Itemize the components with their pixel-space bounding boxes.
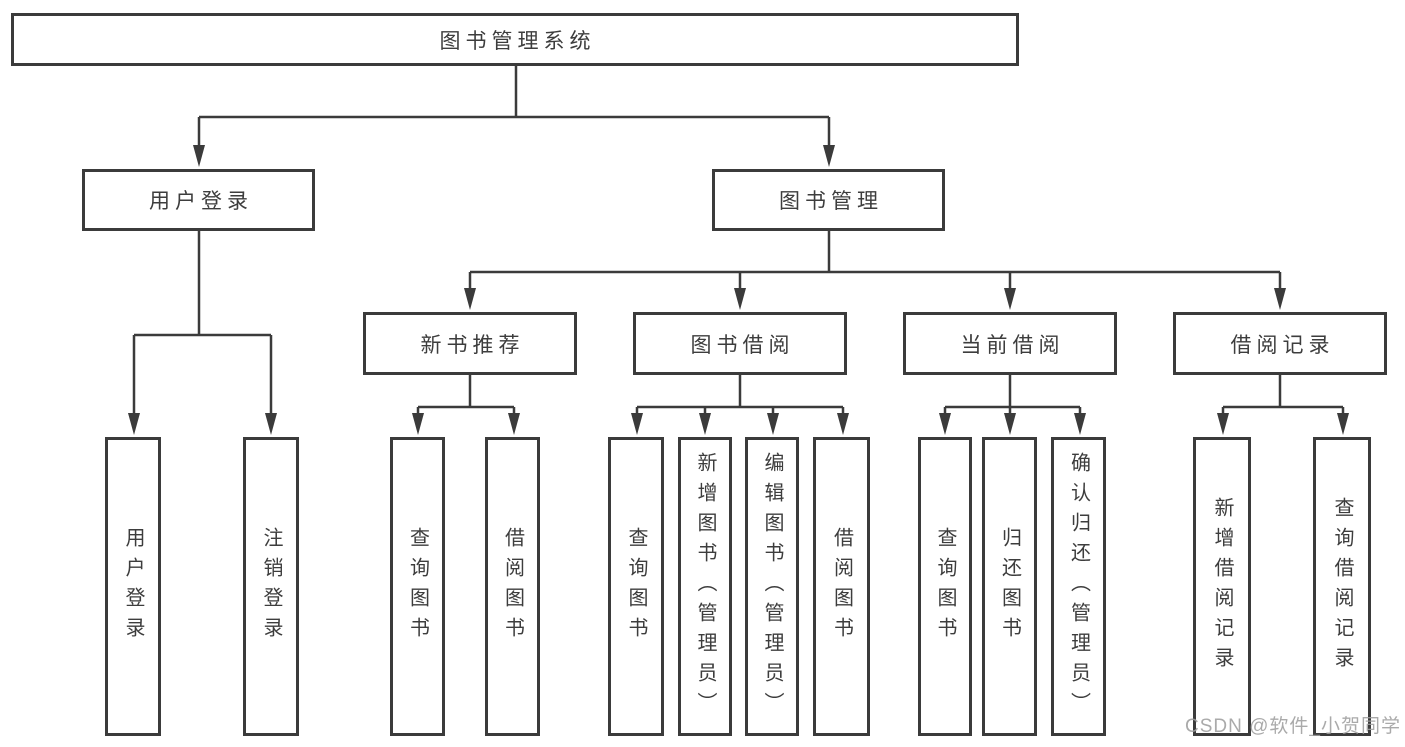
csdn-watermark: CSDN @软件_小贺同学 xyxy=(1185,716,1401,737)
leaf-edit-book-admin-label: 编辑图书（管理员） xyxy=(761,451,783,722)
leaf-query-borrow-record-label: 查询借阅记录 xyxy=(1331,496,1353,677)
node-current-borrow-label: 当前借阅 xyxy=(960,333,1065,357)
leaf-confirm-return-admin: 确认归还（管理员） xyxy=(1051,437,1106,736)
leaf-query-books-borrow: 查询图书 xyxy=(608,437,664,736)
node-book-borrow-label: 图书借阅 xyxy=(690,333,795,357)
leaf-return-book: 归还图书 xyxy=(982,437,1037,736)
node-new-book-recommend: 新书推荐 xyxy=(363,312,577,375)
leaf-query-books-current-label: 查询图书 xyxy=(934,526,956,647)
node-borrow-records-label: 借阅记录 xyxy=(1230,333,1335,357)
leaf-query-books-recommend-label: 查询图书 xyxy=(406,526,429,647)
leaf-logout-label: 注销登录 xyxy=(260,526,282,647)
leaf-user-login: 用户登录 xyxy=(105,437,161,736)
leaf-add-book-admin: 新增图书（管理员） xyxy=(678,437,732,736)
node-new-book-recommend-label: 新书推荐 xyxy=(420,333,525,357)
leaf-edit-book-admin: 编辑图书（管理员） xyxy=(745,437,799,736)
node-library-system-label: 图书管理系统 xyxy=(439,29,596,53)
node-current-borrow: 当前借阅 xyxy=(903,312,1117,375)
leaf-add-borrow-record-label: 新增借阅记录 xyxy=(1211,496,1233,677)
node-user-login-label: 用户登录 xyxy=(149,190,253,213)
leaf-confirm-return-admin-label: 确认归还（管理员） xyxy=(1067,451,1090,722)
node-book-management: 图书管理 xyxy=(712,169,945,231)
leaf-borrow-books-recommend-label: 借阅图书 xyxy=(501,526,524,647)
leaf-borrow-books: 借阅图书 xyxy=(813,437,870,736)
leaf-borrow-books-label: 借阅图书 xyxy=(830,526,853,647)
leaf-query-books-recommend: 查询图书 xyxy=(390,437,445,736)
leaf-user-login-label: 用户登录 xyxy=(122,526,144,647)
node-user-login: 用户登录 xyxy=(82,169,315,231)
node-book-management-label: 图书管理 xyxy=(779,190,883,213)
leaf-return-book-label: 归还图书 xyxy=(998,526,1021,647)
arrowheads xyxy=(128,145,1349,435)
leaf-query-books-current: 查询图书 xyxy=(918,437,972,736)
leaf-logout: 注销登录 xyxy=(243,437,299,736)
leaf-query-borrow-record: 查询借阅记录 xyxy=(1313,437,1371,736)
node-library-system: 图书管理系统 xyxy=(11,13,1019,66)
leaf-add-borrow-record: 新增借阅记录 xyxy=(1193,437,1251,736)
node-book-borrow: 图书借阅 xyxy=(633,312,847,375)
leaf-borrow-books-recommend: 借阅图书 xyxy=(485,437,540,736)
node-borrow-records: 借阅记录 xyxy=(1173,312,1387,375)
leaf-query-books-borrow-label: 查询图书 xyxy=(625,526,647,647)
leaf-add-book-admin-label: 新增图书（管理员） xyxy=(694,451,716,722)
